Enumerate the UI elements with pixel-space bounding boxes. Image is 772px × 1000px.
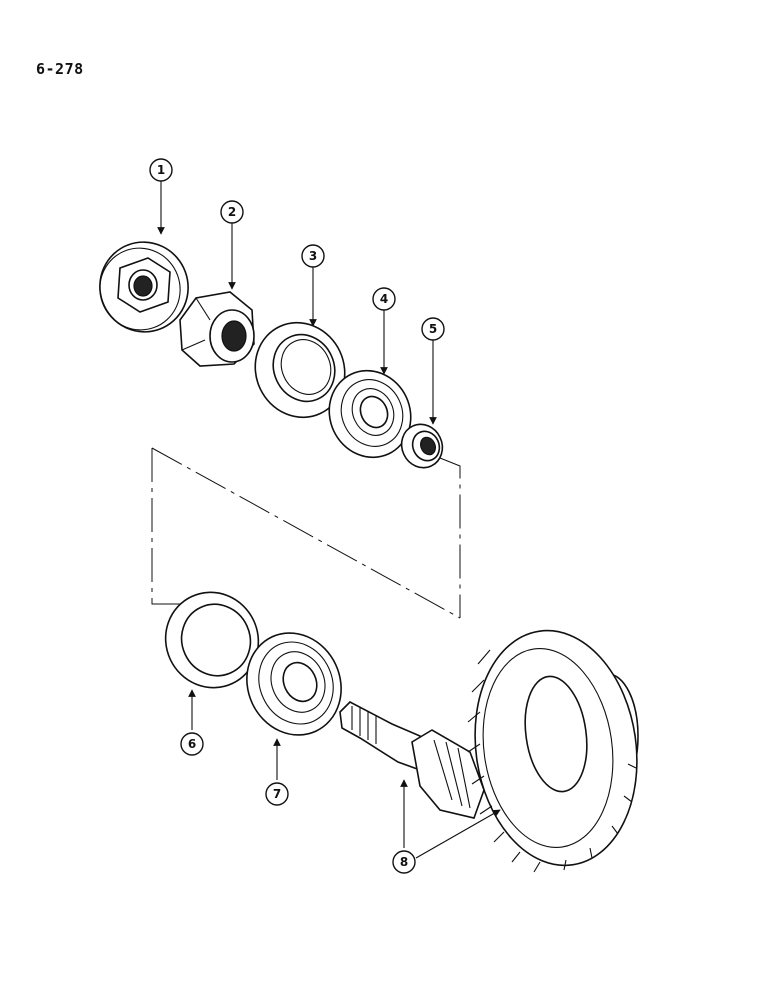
part-8-pinion-shaft (339, 701, 485, 819)
callout-2-label: 2 (228, 205, 236, 219)
callout-6: 6 (180, 732, 204, 756)
callout-2: 2 (220, 200, 244, 224)
part-3-seal (254, 321, 346, 419)
part-7-bearing (246, 632, 342, 736)
part-5-sleeve (400, 423, 444, 469)
part-8-ring-gear (467, 629, 639, 873)
part-2-hex-nut (179, 291, 255, 367)
callout-8: 8 (392, 850, 416, 874)
part-6-shim (164, 591, 260, 689)
callout-5: 5 (421, 317, 445, 341)
alignment-lines (151, 447, 461, 619)
callout-7-label: 7 (273, 787, 281, 801)
page-number: 6-278 (36, 60, 84, 78)
callout-1-label: 1 (157, 163, 165, 177)
callout-5-label: 5 (429, 322, 437, 336)
callout-1: 1 (149, 158, 173, 182)
callout-4-label: 4 (380, 292, 388, 306)
part-1-washer (99, 241, 189, 333)
callout-6-label: 6 (188, 737, 196, 751)
callout-3-label: 3 (309, 249, 317, 263)
leader-lines (157, 181, 501, 859)
callout-4: 4 (372, 287, 396, 311)
callout-3: 3 (301, 244, 325, 268)
callout-8-label: 8 (400, 855, 408, 869)
callout-7: 7 (265, 782, 289, 806)
part-4-bearing (328, 369, 412, 459)
